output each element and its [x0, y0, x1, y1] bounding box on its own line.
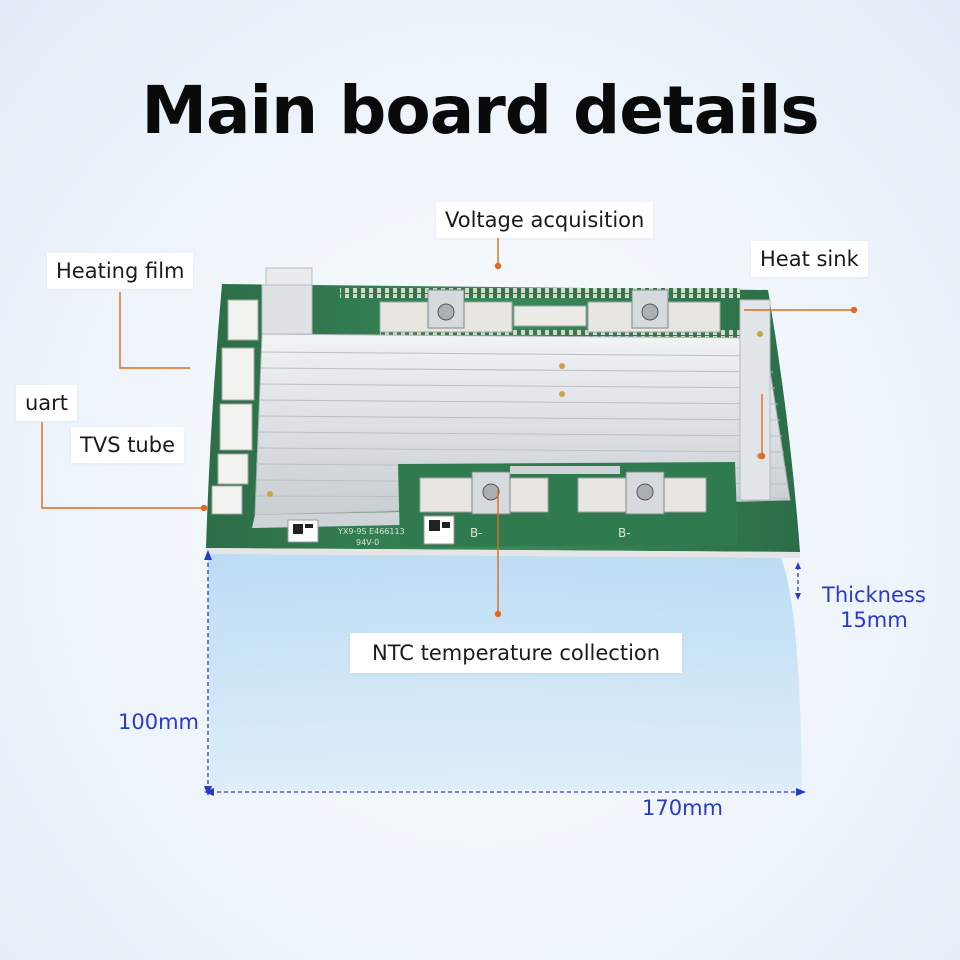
dimension-lines — [207, 556, 802, 793]
board-bus-marker-1: B- — [470, 526, 483, 540]
thickness-dimension: Thickness 15mm — [822, 583, 926, 633]
lower-mosfet-row — [398, 462, 738, 547]
voltage-acquisition-label: Voltage acquisition — [436, 202, 654, 238]
board-ul-marking: YX9-9S E466113 — [338, 527, 405, 536]
thickness-label: Thickness — [822, 583, 926, 607]
board-rating-marking: 94V-0 — [356, 538, 380, 547]
heat-sink-label: Heat sink — [751, 241, 868, 277]
tvs-tube-label: TVS tube — [71, 427, 184, 463]
height-dimension: 100mm — [118, 710, 199, 734]
qr-stickers — [287, 515, 455, 545]
leader-dots — [200, 262, 858, 618]
width-dimension: 170mm — [642, 796, 723, 820]
side-connectors — [211, 299, 259, 515]
heating-film-label: Heating film — [47, 253, 194, 289]
leader-lines — [41, 236, 854, 614]
ntc-temperature-label: NTC temperature collection — [350, 633, 683, 673]
page-title: Main board details — [141, 72, 819, 149]
thickness-value: 15mm — [840, 608, 908, 632]
board-bus-marker-2: B- — [618, 526, 631, 540]
uart-label: uart — [16, 385, 78, 421]
upper-mosfet-row — [379, 289, 721, 333]
dimension-arrows — [204, 550, 806, 796]
